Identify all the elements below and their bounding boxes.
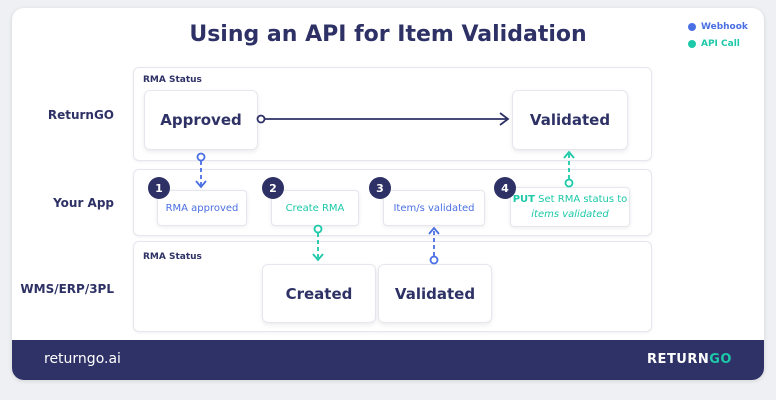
step-1-badge: 1 — [148, 177, 170, 199]
legend-api-call-label: API Call — [701, 39, 740, 49]
step-3-box: Item/s validated — [383, 190, 485, 226]
diagram-title: Using an API for Item Validation — [189, 22, 587, 47]
lane-caption-top: RMA Status — [143, 75, 202, 85]
legend-api-call: API Call — [688, 39, 740, 49]
footer-bar: returngo.ai RETURNGO — [12, 340, 764, 380]
step-4-box: PUT Set RMA status to items validated — [510, 187, 630, 227]
step-3-badge: 3 — [369, 177, 391, 199]
status-box-validated-top: Validated — [512, 90, 628, 150]
brand-part-b: GO — [709, 352, 732, 367]
step-4-text: Set RMA status to — [534, 194, 628, 205]
step-2-badge: 2 — [262, 177, 284, 199]
brand-part-a: RETURN — [647, 352, 710, 367]
step-4-target-status: items validated — [531, 209, 609, 220]
step-4-method: PUT — [512, 194, 535, 205]
row-label-returngo: ReturnGO — [47, 108, 114, 122]
lane-caption-bottom: RMA Status — [143, 252, 202, 262]
status-box-created: Created — [262, 264, 376, 323]
row-label-wms: WMS/ERP/3PL — [20, 282, 114, 296]
step-1-box: RMA approved — [157, 190, 247, 226]
status-box-validated-bottom: Validated — [378, 264, 492, 323]
row-label-your-app: Your App — [53, 196, 114, 210]
api-call-dot-icon — [688, 40, 696, 48]
status-box-approved: Approved — [144, 90, 258, 150]
webhook-dot-icon — [688, 23, 696, 31]
legend-webhook-label: Webhook — [701, 22, 748, 32]
step-2-box: Create RMA — [271, 190, 359, 226]
legend-webhook: Webhook — [688, 22, 748, 32]
footer-site: returngo.ai — [44, 351, 121, 367]
step-4-badge: 4 — [494, 177, 516, 199]
footer-brand-logo: RETURNGO — [647, 352, 732, 367]
